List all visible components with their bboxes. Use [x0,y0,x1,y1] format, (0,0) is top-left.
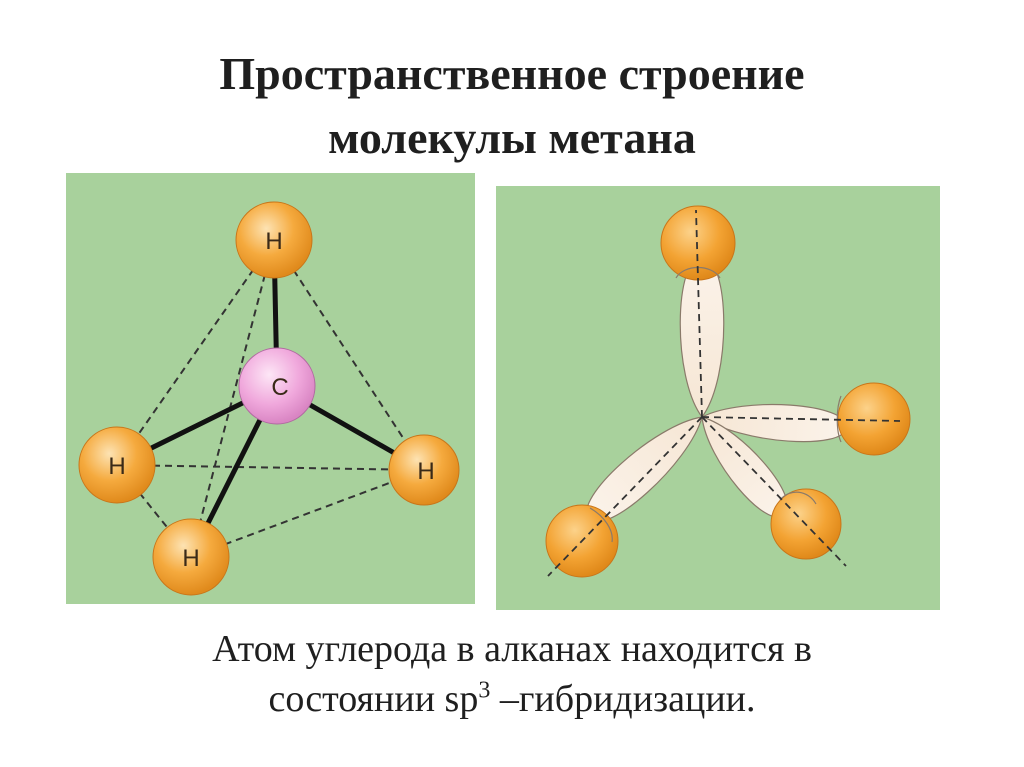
hybrid-orbital-lobes [586,256,848,523]
axis-lower-left [547,416,703,577]
caption-line-2-pre: состоянии sp [268,678,479,720]
caption-superscript: 3 [478,677,491,704]
overlap-lower-left [589,507,613,543]
edge-bottom-right [190,469,425,558]
edge-top-left [116,239,275,466]
atom-center: C [238,347,316,425]
atom-label-top: H [265,228,282,255]
orbital-model-diagram [545,205,911,578]
slide-title: Пространственное строение молекулы метан… [0,42,1024,170]
overlap-lower-right [779,491,817,505]
title-line-1: Пространственное строение [219,48,805,99]
caption-line-1: Атом углерода в алканах находится в [212,628,812,670]
h-orbital-right [837,382,911,456]
axis-right [701,416,901,422]
axis-top [695,209,703,418]
atom-left: H [78,426,156,504]
atom-right: H [388,434,460,506]
orbital-model-panel [496,186,940,610]
title-line-2: молекулы метана [328,112,696,163]
atom-label-left: H [108,453,125,480]
atom-label-right: H [417,458,434,485]
edge-left-right [116,464,425,471]
caption: Атом углерода в алканах находится в сост… [0,624,1024,724]
lobe-top [679,256,725,419]
atom-label-center: C [271,374,288,401]
axis-lower-right [701,416,847,567]
atom-top: H [235,201,313,279]
edge-top-right [273,239,425,471]
atom-label-bottom: H [182,545,199,572]
caption-line-2: состоянии sp3 –гибридизации. [0,674,1024,724]
caption-line-2-post: –гибридизации. [490,678,756,720]
tetrahedron-model-panel: H H H C H [66,173,475,604]
tetrahedron-model-diagram: H H H C H [78,201,460,596]
orbital-axes [547,209,901,577]
edge-top-bottom [190,239,275,558]
atom-bottom: H [152,518,230,596]
